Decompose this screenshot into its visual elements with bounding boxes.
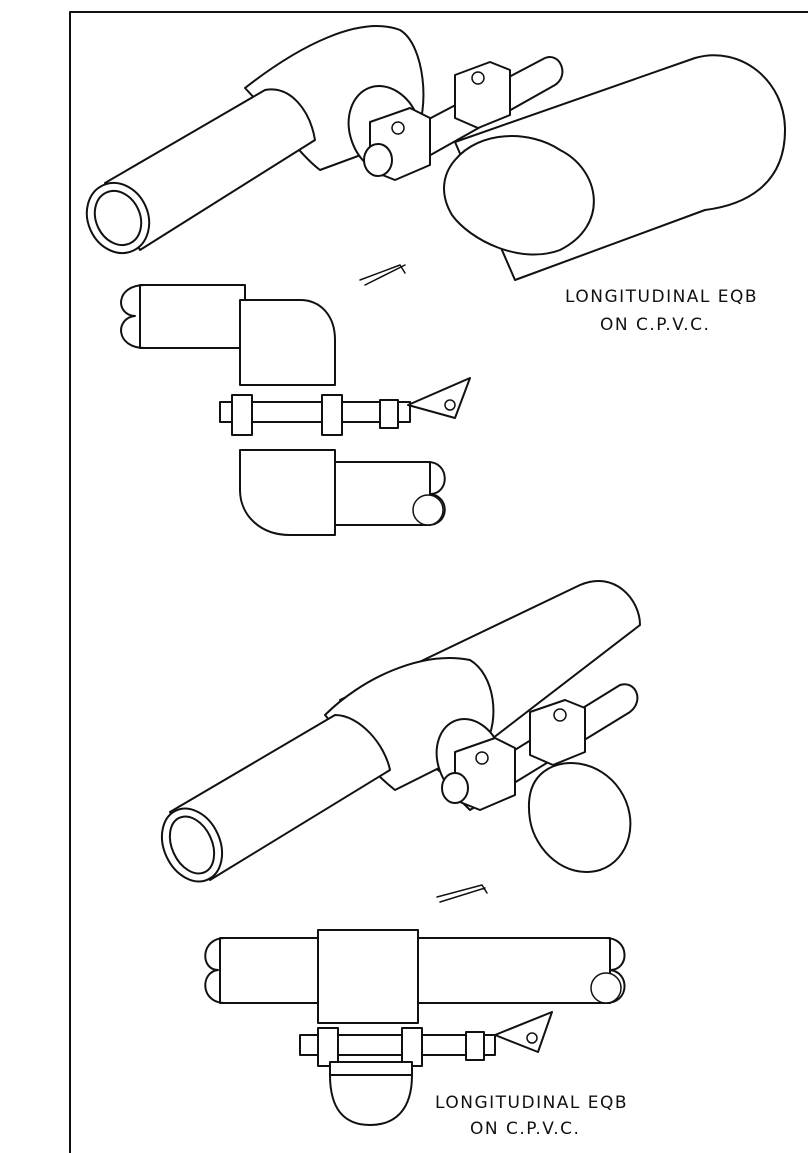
bottom-label-line2: ON C.P.V.C. <box>470 1119 580 1139</box>
bottom-branch-pipe-opening <box>160 807 224 883</box>
bottom-rear-clamp-bolt <box>553 708 567 722</box>
top-plan-clamp-left <box>231 394 253 436</box>
top-plan-rod <box>219 401 411 423</box>
top-plan-brace-bracket <box>407 377 471 419</box>
bottom-label-line1: LONGITUDINAL EQB <box>435 1093 628 1113</box>
bottom-plan-rod <box>299 1034 496 1056</box>
top-branch-pipe-inner <box>93 189 143 247</box>
top-plan-upper-elbow <box>239 299 336 386</box>
top-rod-end <box>363 143 393 177</box>
bottom-plan-view <box>204 929 626 1126</box>
top-plan-lower-pipe-opening <box>412 494 444 526</box>
top-label-line1: LONGITUDINAL EQB <box>565 287 758 307</box>
bottom-plan-clamp-left <box>317 1027 339 1067</box>
top-motion-arrow-icon <box>359 264 406 286</box>
top-isometric-view <box>85 25 786 281</box>
top-label-line2: ON C.P.V.C. <box>600 315 710 335</box>
bottom-plan-brace-bolt <box>526 1032 538 1044</box>
bottom-plan-pipe-opening <box>590 972 622 1004</box>
top-plan-upper-pipe <box>139 284 246 349</box>
bottom-rod-end <box>441 772 469 804</box>
bottom-plan-tee <box>317 929 419 1024</box>
sheet-border <box>69 11 808 1153</box>
top-front-clamp-bolt <box>391 121 405 135</box>
bottom-plan-clamp-far <box>465 1031 485 1061</box>
top-plan-brace-bolt <box>444 399 456 411</box>
bottom-plan-clamp-right <box>401 1027 423 1067</box>
bottom-rear-clamp <box>529 699 586 766</box>
top-plan-lower-pipe-end <box>427 461 446 526</box>
bottom-front-clamp-bolt <box>475 751 489 765</box>
top-plan-upper-pipe-end <box>120 284 146 349</box>
bottom-plan-dome-collar <box>329 1061 413 1076</box>
top-rear-clamp-bolt <box>471 71 485 85</box>
bottom-plan-pipe-right-end <box>605 937 626 1004</box>
top-rear-clamp <box>454 61 511 129</box>
bottom-motion-arrow-icon <box>436 884 488 903</box>
top-plan-clamp-far <box>379 399 399 429</box>
top-plan-clamp-right <box>321 394 343 436</box>
top-plan-view <box>120 284 471 536</box>
bottom-elbow-dome <box>527 762 632 873</box>
top-plan-lower-elbow <box>239 449 336 536</box>
bottom-plan-dome-cap <box>329 1074 413 1126</box>
bottom-branch-pipe-inner <box>168 815 216 875</box>
bottom-plan-pipe-left-end <box>204 937 226 1004</box>
top-branch-pipe <box>104 88 316 251</box>
bottom-plan-brace-bracket <box>494 1011 553 1053</box>
bottom-branch-pipe <box>169 714 391 881</box>
bottom-isometric-view <box>160 579 641 883</box>
top-elbow <box>443 135 595 256</box>
